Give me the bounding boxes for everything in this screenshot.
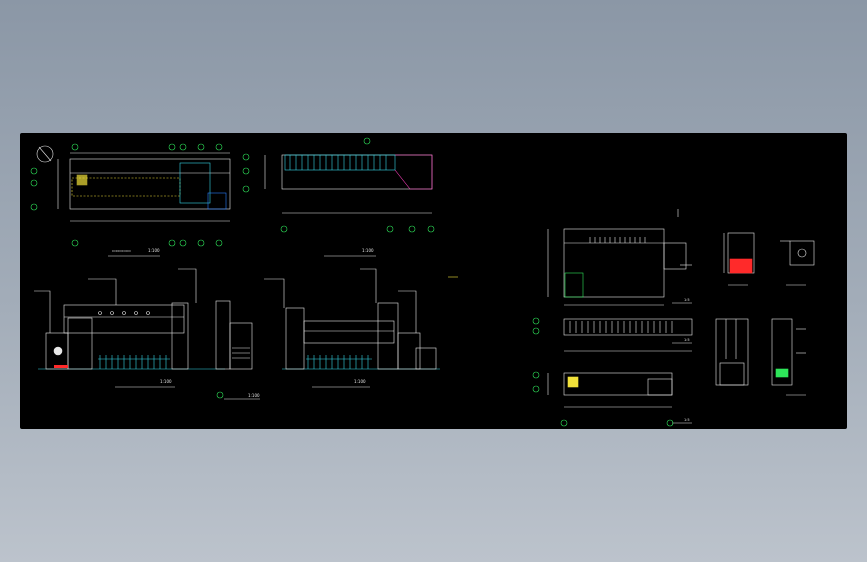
elev1-scale: 1:100 — [160, 379, 172, 384]
detail-scale-2: 1:5 — [684, 338, 690, 342]
detail-scale-3: 1:5 — [684, 418, 690, 422]
material-detail — [723, 232, 755, 286]
front-elevation-1 — [34, 268, 253, 388]
ground-floor-plan — [30, 143, 231, 257]
north-arrow-icon — [36, 145, 54, 163]
plan1-scale: 1:100 — [148, 248, 160, 253]
detail-scale-1: 1:5 — [684, 298, 690, 302]
front-elevation-2 — [264, 268, 440, 388]
plan2-scale: 1:100 — [362, 248, 374, 253]
elev2-scale: 1:100 — [354, 379, 366, 384]
detail-elevation — [547, 228, 692, 306]
small-section-detail-2 — [771, 318, 806, 396]
joint-detail — [780, 240, 815, 286]
lower-detail-plan — [532, 371, 692, 427]
side-elev-scale: 1:100 — [248, 393, 260, 398]
small-section-detail-1 — [715, 318, 749, 386]
section-elevation — [532, 317, 693, 352]
side-elevation-caption — [216, 391, 260, 400]
plan1-title: ▭▭▭▭▭ — [112, 248, 131, 253]
cad-drawing-sheet: ▭▭▭▭▭ 1:100 1:100 — [20, 133, 847, 429]
roof-plan — [242, 137, 435, 257]
